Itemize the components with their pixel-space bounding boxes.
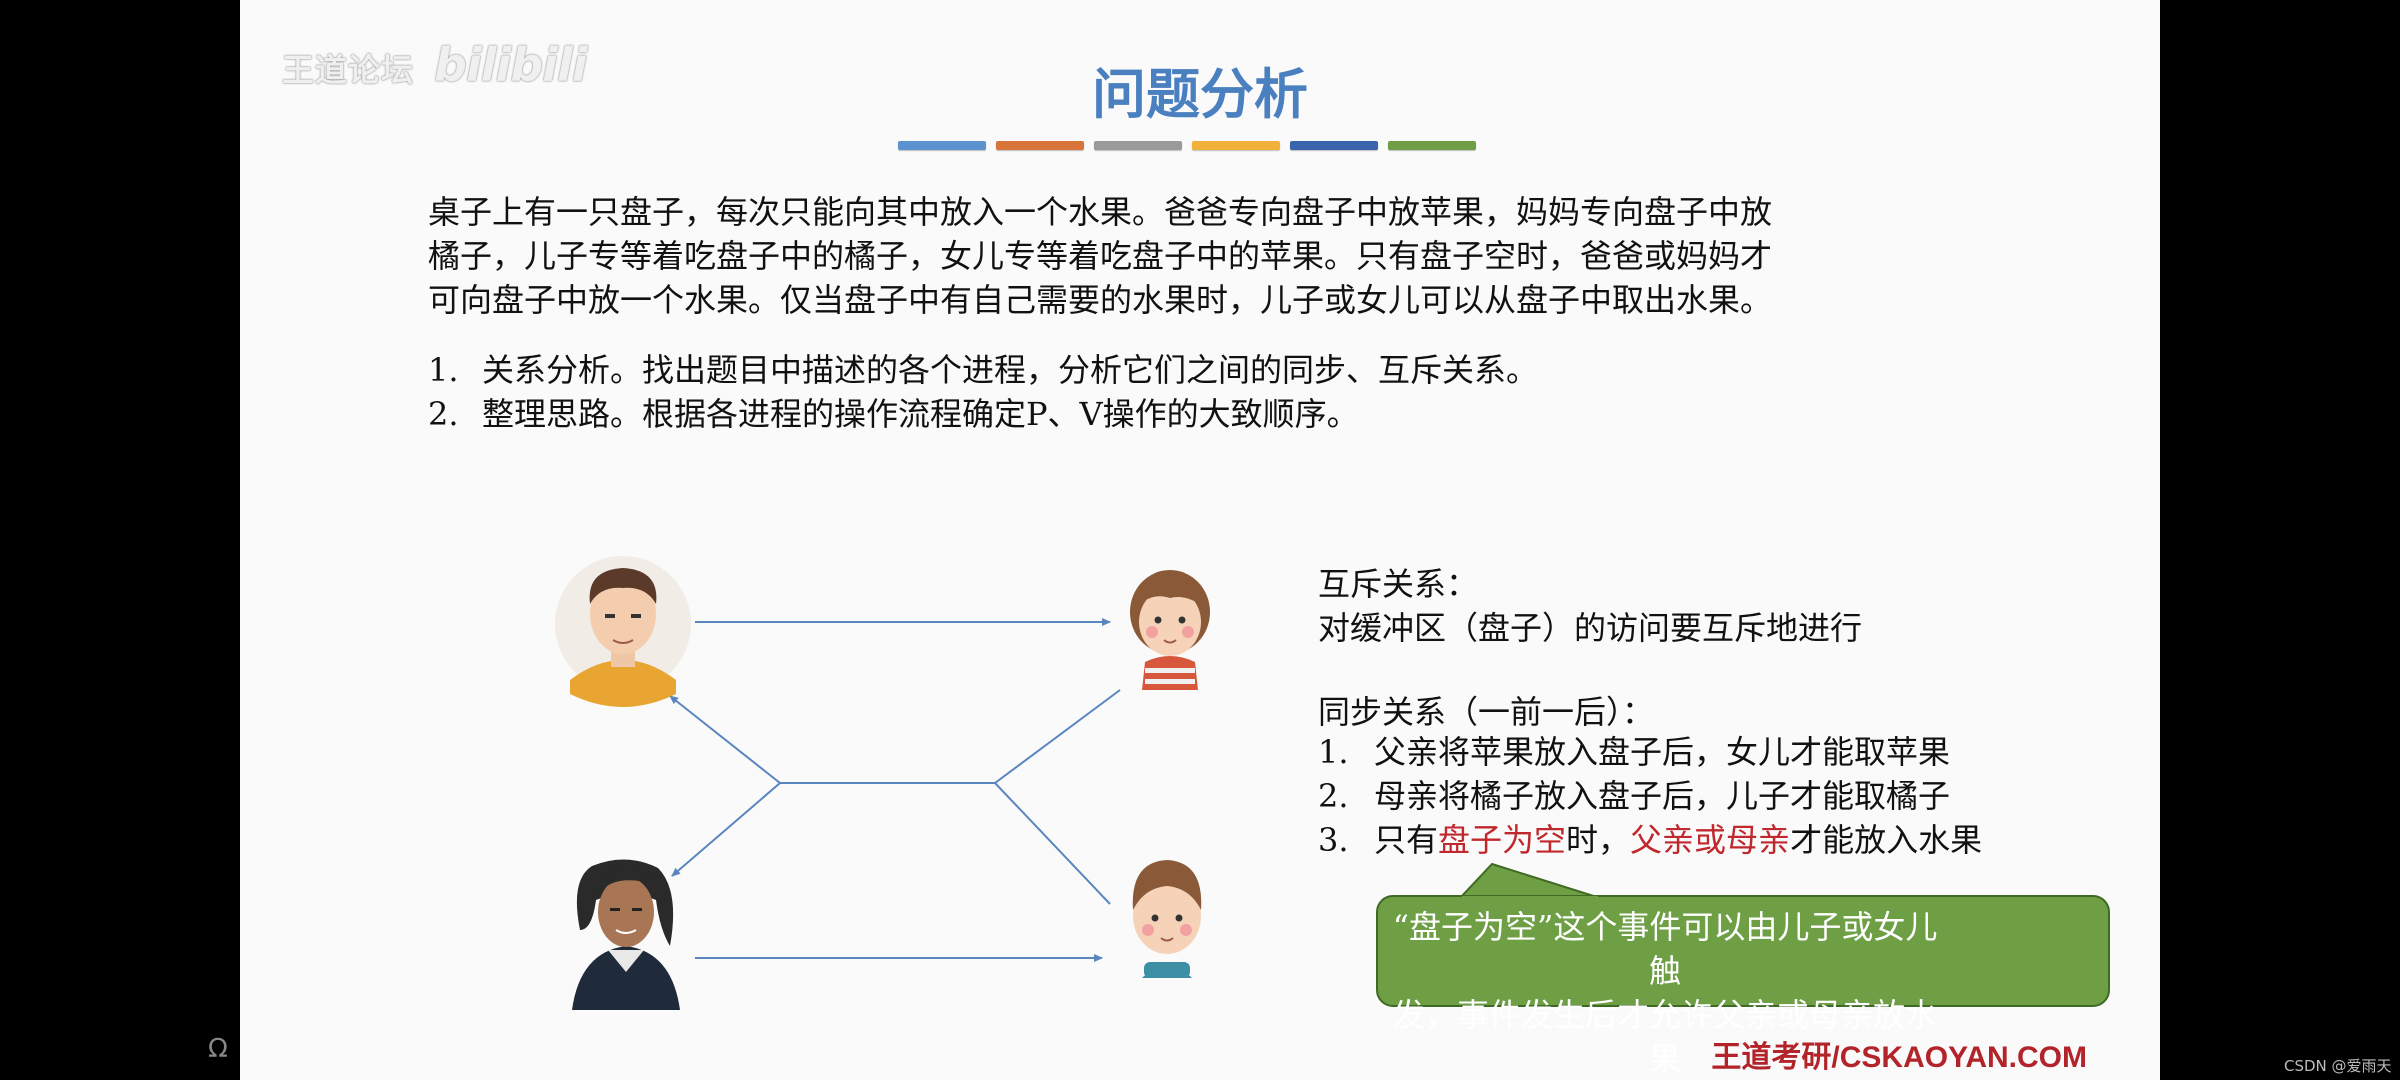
- color-bar: [1192, 141, 1280, 150]
- color-bar: [1388, 141, 1476, 150]
- callout-text: “盘子为空”这个事件可以由儿子或女儿触 发，事件发生后才允许父亲或母亲放水果: [1385, 905, 1945, 1080]
- sync-list: 1. 父亲将苹果放入盘子后，女儿才能取苹果 2. 母亲将橘子放入盘子后，儿子才能取橘…: [1318, 730, 1982, 862]
- process-diagram: [555, 556, 2110, 1010]
- paragraph-line: 橘子，儿子专等着吃盘子中的橘子，女儿专等着吃盘子中的苹果。只有盘子空时，爸爸或妈…: [428, 237, 1773, 275]
- mutex-title: 互斥关系：: [1318, 565, 1479, 603]
- watermark-text: 王道论坛: [282, 51, 415, 89]
- sync-highlight-empty-plate: 盘子为空: [1438, 821, 1567, 859]
- callout-bubble: [1376, 862, 2110, 1007]
- step-item: 2. 整理思路。根据各进程的操作流程确定P、V操作的大致顺序。: [428, 392, 1538, 436]
- callout-line: “盘子为空”这个事件可以由儿子或女儿触: [1392, 908, 1938, 990]
- paragraph-line: 可向盘子中放一个水果。仅当盘子中有自己需要的水果时，儿子或女儿可以从盘子中取出水…: [428, 281, 1773, 319]
- sync-item: 2. 母亲将橘子放入盘子后，儿子才能取橘子: [1318, 774, 1982, 818]
- csdn-watermark: CSDN @爱雨天: [2284, 1057, 2392, 1075]
- sync-number: 2.: [1318, 777, 1349, 815]
- sync-text-pre: 只有: [1374, 821, 1439, 859]
- sync-number: 1.: [1318, 733, 1349, 771]
- line-from-son: [994, 782, 1111, 905]
- step-number: 2.: [428, 395, 459, 433]
- step-item: 1. 关系分析。找出题目中描述的各个进程，分析它们之间的同步、互斥关系。: [428, 348, 1538, 392]
- headphone-icon[interactable]: Ω: [208, 1034, 228, 1064]
- slide: 王道论坛 bilibili 问题分析 桌子上有一只盘子，每次只能向其中放入一个水果…: [240, 0, 2160, 1080]
- sync-number: 3.: [1318, 821, 1349, 859]
- arrow-to-mother: [671, 782, 781, 877]
- sync-text: 母亲将橘子放入盘子后，儿子才能取橘子: [1374, 777, 1951, 815]
- line-from-daughter: [994, 689, 1121, 784]
- bilibili-logo: bilibili: [434, 38, 587, 92]
- paragraph-line: 桌子上有一只盘子，每次只能向其中放入一个水果。爸爸专向盘子中放苹果，妈妈专向盘子…: [428, 193, 1773, 231]
- daughter-avatar: [1130, 570, 1210, 690]
- sync-item: 1. 父亲将苹果放入盘子后，女儿才能取苹果: [1318, 730, 1982, 774]
- sync-item: 3. 只有盘子为空时，父亲或母亲才能放入水果: [1318, 818, 1982, 862]
- problem-paragraph: 桌子上有一只盘子，每次只能向其中放入一个水果。爸爸专向盘子中放苹果，妈妈专向盘子…: [428, 190, 1928, 322]
- step-text: 整理思路。根据各进程的操作流程确定P、V操作的大致顺序。: [482, 395, 1359, 433]
- color-bar: [1290, 141, 1378, 150]
- son-avatar: [1132, 860, 1202, 978]
- watermark-logo: 王道论坛 bilibili: [282, 38, 587, 92]
- sync-text-mid: 时，: [1566, 821, 1631, 859]
- sync-title: 同步关系（一前一后）：: [1318, 693, 1655, 731]
- arrow-to-father: [669, 695, 781, 784]
- father-avatar: [555, 556, 691, 707]
- color-bar: [996, 141, 1084, 150]
- mutex-text: 对缓冲区（盘子）的访问要互斥地进行: [1318, 609, 1863, 647]
- color-bar: [1094, 141, 1182, 150]
- step-text: 关系分析。找出题目中描述的各个进程，分析它们之间的同步、互斥关系。: [482, 351, 1539, 389]
- step-number: 1.: [428, 351, 459, 389]
- sync-text: 父亲将苹果放入盘子后，女儿才能取苹果: [1374, 733, 1951, 771]
- callout-line: 发，事件发生后才允许父亲或母亲放水果: [1392, 996, 1937, 1078]
- step-list: 1. 关系分析。找出题目中描述的各个进程，分析它们之间的同步、互斥关系。 2. 整理…: [428, 348, 1538, 436]
- color-bar: [898, 141, 986, 150]
- footer-brand: 王道考研/CSKAOYAN.COM: [1711, 1041, 2087, 1074]
- slide-title: 问题分析: [1092, 63, 1308, 126]
- mother-avatar: [572, 859, 680, 1010]
- sync-text-post: 才能放入水果: [1790, 821, 1983, 859]
- sync-highlight-parents: 父亲或母亲: [1630, 821, 1791, 859]
